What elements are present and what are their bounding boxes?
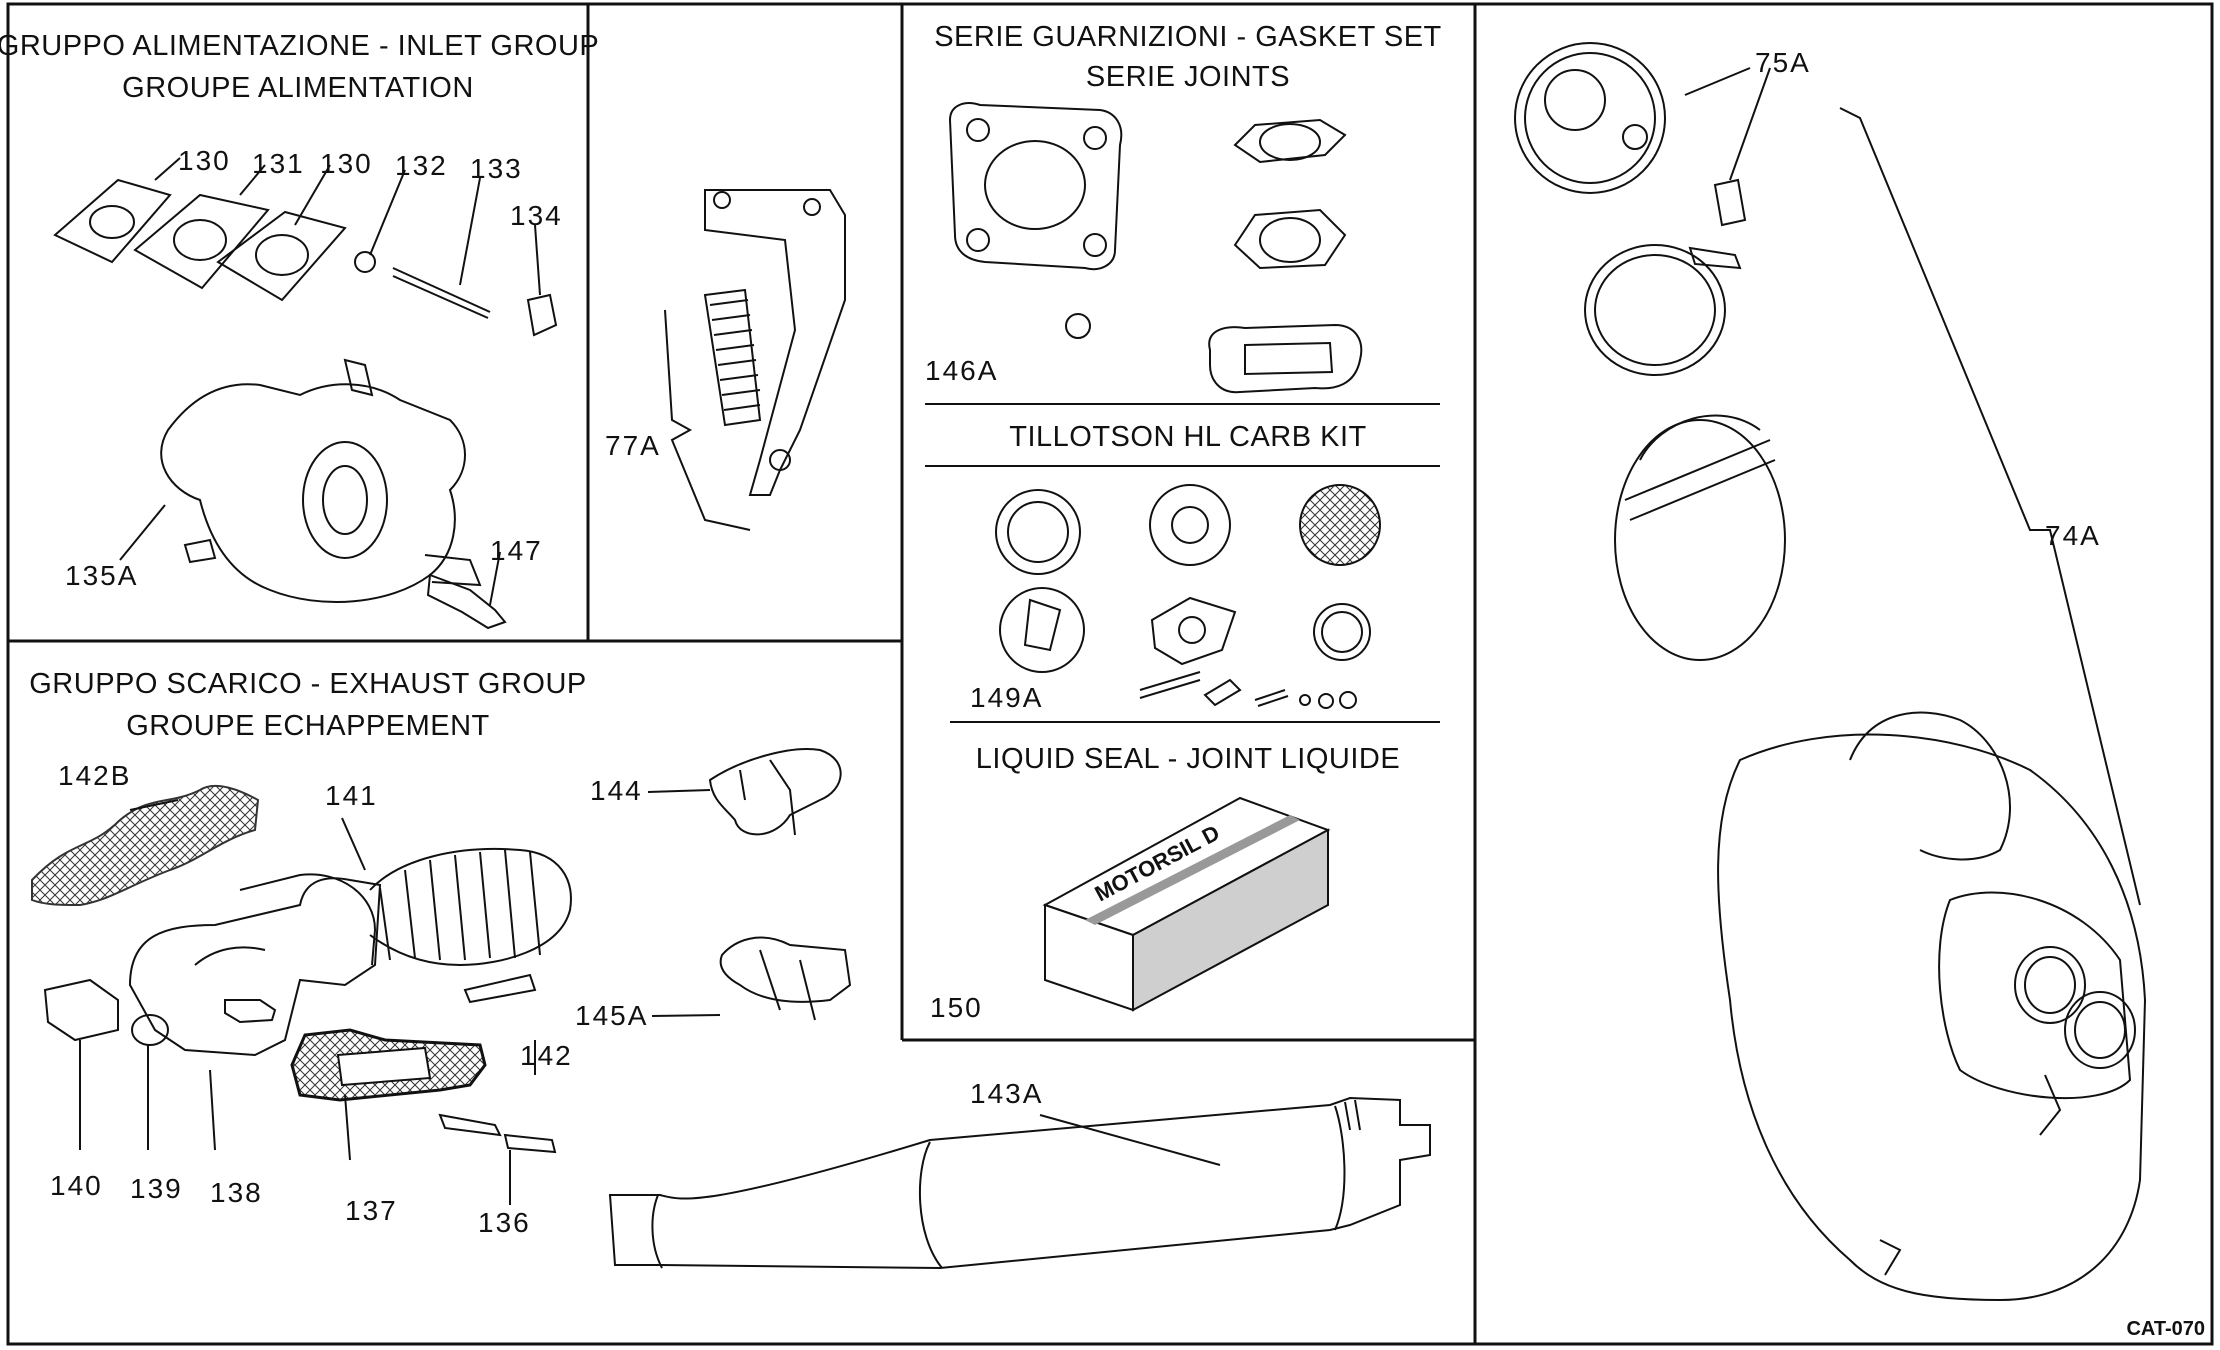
part-label-131: 131 <box>252 148 305 179</box>
part-label-146A: 146A <box>925 355 998 386</box>
inlet-gaskets-drawing <box>53 178 558 337</box>
part-label-77A: 77A <box>605 430 661 461</box>
silencer-assembly-drawing <box>1514 42 2147 1302</box>
part-label-141: 141 <box>325 780 378 811</box>
part-label-137: 137 <box>345 1195 398 1226</box>
part-label-145A: 145A <box>575 1000 648 1031</box>
part-label-144: 144 <box>590 775 643 806</box>
part-label-130: 130 <box>320 148 373 179</box>
gasket-set-drawing <box>948 102 1363 394</box>
part-label-142: 142 <box>520 1040 573 1071</box>
leader-lines <box>79 67 2141 1205</box>
carb-kit-drawing <box>995 484 1381 709</box>
part-label-142B: 142B <box>58 760 131 791</box>
part-label-135A: 135A <box>65 560 138 591</box>
exhaust-group-drawing <box>31 748 852 1154</box>
inlet-title-line1: GRUPPO ALIMENTAZIONE - INLET GROUP <box>0 30 599 62</box>
part-label-133: 133 <box>470 153 523 184</box>
part-label-138: 138 <box>210 1177 263 1208</box>
part-label-150: 150 <box>930 992 983 1023</box>
carb-title: TILLOTSON HL CARB KIT <box>1009 421 1367 453</box>
exhaust-title-line1: GRUPPO SCARICO - EXHAUST GROUP <box>29 668 587 700</box>
part-label-136: 136 <box>478 1207 531 1238</box>
bracket-spring-drawing <box>664 189 846 531</box>
catalog-code: CAT-070 <box>2126 1318 2205 1340</box>
inlet-title-line2: GROUPE ALIMENTATION <box>122 72 474 104</box>
part-label-143A: 143A <box>970 1078 1043 1109</box>
part-label-134: 134 <box>510 200 563 231</box>
part-label-149A: 149A <box>970 682 1043 713</box>
part-label-130: 130 <box>178 145 231 176</box>
part-label-139: 139 <box>130 1173 183 1204</box>
part-label-147: 147 <box>490 535 543 566</box>
gasket-title-line1: SERIE GUARNIZIONI - GASKET SET <box>934 21 1442 53</box>
gasket-title-line2: SERIE JOINTS <box>1086 61 1290 93</box>
part-label-75A: 75A <box>1755 47 1811 78</box>
part-label-140: 140 <box>50 1170 103 1201</box>
exhaust-muffler-drawing <box>608 1096 1431 1270</box>
jet-fitting-drawing <box>426 573 507 630</box>
outer-frame <box>6 2 2214 1346</box>
carburetor-drawing <box>160 358 482 603</box>
exhaust-title-line2: GROUPE ECHAPPEMENT <box>126 710 490 742</box>
part-label-132: 132 <box>395 150 448 181</box>
seal-title: LIQUID SEAL - JOINT LIQUIDE <box>976 743 1400 775</box>
liquid-seal-box-drawing: MOTORSIL D <box>1042 796 1331 1012</box>
part-label-74A: 74A <box>2045 520 2101 551</box>
